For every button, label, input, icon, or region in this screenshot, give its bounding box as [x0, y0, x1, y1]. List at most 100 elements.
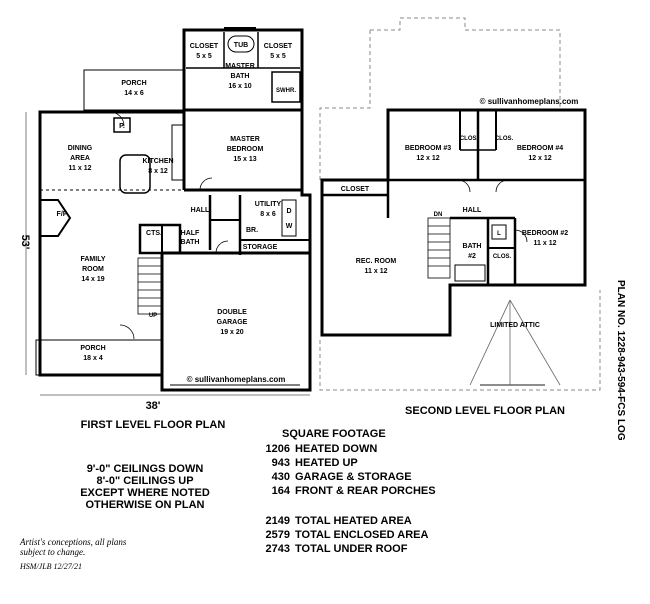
- ceiling-note-line: 8'-0" CEILINGS UP: [96, 475, 194, 487]
- sqft-label: HEATED UP: [295, 457, 358, 469]
- half-bath-label-2: BATH: [181, 239, 200, 246]
- sqft-label: TOTAL HEATED AREA: [295, 515, 412, 527]
- bedroom-4-size: 12 x 12: [528, 155, 551, 162]
- sqft-row: 1206 HEATED DOWN: [262, 443, 378, 455]
- rec-room-label: REC. ROOM: [356, 258, 397, 265]
- second-hall-label: HALL: [463, 207, 482, 214]
- garage-size: 19 x 20: [220, 329, 243, 336]
- dining-label-2: AREA: [70, 155, 90, 162]
- family-room-label-2: ROOM: [82, 266, 104, 273]
- depth-dimension: 53': [19, 235, 31, 250]
- sqft-label: HEATED DOWN: [295, 443, 378, 455]
- bedroom-3-label: BEDROOM #3: [405, 145, 451, 152]
- front-porch-label: PORCH: [80, 345, 105, 352]
- bedroom-2-label: BEDROOM #2: [522, 230, 568, 237]
- first-floor-watermark: © sullivanhomeplans.com: [187, 375, 286, 384]
- half-bath-label: HALF: [181, 230, 200, 237]
- garage-label-2: GARAGE: [217, 319, 248, 326]
- rec-room-size: 11 x 12: [365, 268, 388, 275]
- rear-porch-size: 14 x 6: [124, 90, 144, 97]
- bedroom-closet-label: BR.: [246, 227, 258, 234]
- square-footage-title: SQUARE FOOTAGE: [282, 428, 386, 440]
- linen-label: L: [497, 231, 501, 237]
- sqft-label: GARAGE & STORAGE: [295, 471, 412, 483]
- width-dimension: 38': [146, 400, 161, 412]
- shower-label: SWHR.: [276, 88, 296, 94]
- plan-number-text: PLAN NO. 1228-943-594-FCS LOG: [615, 280, 626, 441]
- sqft-value: 2579: [265, 529, 290, 541]
- sqft-value: 943: [271, 457, 290, 469]
- bedroom-3-size: 12 x 12: [416, 155, 439, 162]
- closet-c-label: CLOS.: [493, 254, 512, 260]
- family-room-size: 14 x 19: [81, 276, 104, 283]
- fireplace-label: F/P: [57, 211, 68, 218]
- disclaimer-line: Artist's conceptions, all plans: [20, 537, 127, 547]
- tub-label: TUB: [234, 42, 248, 49]
- closet-1-label: CLOSET: [190, 43, 219, 50]
- master-bedroom-label: MASTER: [230, 136, 260, 143]
- kitchen-label: KITCHEN: [142, 158, 173, 165]
- dining-size: 11 x 12: [69, 165, 92, 172]
- master-bath-label: MASTER: [225, 63, 255, 70]
- master-bath-size: 16 x 10: [228, 83, 251, 90]
- sqft-value: 2149: [265, 515, 290, 527]
- stairs-up-label: UP: [149, 313, 157, 319]
- stairs-down-label: DN: [434, 212, 443, 218]
- sqft-label: FRONT & REAR PORCHES: [295, 485, 436, 497]
- closet-2-label: CLOSET: [264, 43, 293, 50]
- closet-a-label: CLOS.: [460, 136, 479, 142]
- garage-label: DOUBLE: [217, 309, 247, 316]
- washer-label: W: [286, 223, 293, 230]
- sqft-label: TOTAL UNDER ROOF: [295, 543, 408, 555]
- ceiling-notes: 9'-0" CEILINGS DOWN 8'-0" CEILINGS UP EX…: [60, 463, 230, 511]
- disclaimer-line: subject to change.: [20, 547, 86, 557]
- ceiling-note-line: EXCEPT WHERE NOTED: [80, 487, 210, 499]
- bath-2-label: BATH: [463, 243, 482, 250]
- master-bedroom-size: 15 x 13: [233, 156, 256, 163]
- disclaimer: Artist's conceptions, all plans subject …: [20, 537, 126, 557]
- utility-size: 8 x 6: [260, 211, 276, 218]
- rec-closet-label: CLOSET: [341, 186, 370, 193]
- dining-label: DINING: [68, 145, 93, 152]
- rear-porch-label: PORCH: [121, 80, 146, 87]
- ceiling-note-line: 9'-0" CEILINGS DOWN: [86, 463, 204, 475]
- second-floor-watermark: © sullivanhomeplans.com: [480, 97, 579, 106]
- sqft-value: 1206: [265, 443, 290, 455]
- sqft-value: 2743: [265, 543, 290, 555]
- coats-label: CTS.: [146, 230, 162, 237]
- ceiling-note-line: OTHERWISE ON PLAN: [85, 499, 205, 511]
- drafter-signature: HSM/JLB 12/27/21: [20, 562, 82, 571]
- plan-number: PLAN NO. 1228-943-594-FCS LOG: [612, 280, 628, 441]
- second-floor-title: SECOND LEVEL FLOOR PLAN: [405, 405, 565, 417]
- closet-2-size: 5 x 5: [270, 53, 286, 60]
- sqft-value: 164: [271, 485, 290, 497]
- kitchen-size: 8 x 12: [148, 168, 168, 175]
- sqft-row: 2743 TOTAL UNDER ROOF: [262, 543, 408, 555]
- front-porch-size: 18 x 4: [83, 355, 103, 362]
- first-floor-plan: [25, 27, 312, 396]
- sqft-row: 943 HEATED UP: [262, 457, 358, 469]
- sqft-label: TOTAL ENCLOSED AREA: [295, 529, 429, 541]
- sqft-value: 430: [271, 471, 290, 483]
- master-bedroom-label-2: BEDROOM: [227, 146, 264, 153]
- dryer-label: D: [286, 208, 291, 215]
- closet-b-label: CLOS.: [495, 136, 514, 142]
- sqft-row: 2579 TOTAL ENCLOSED AREA: [262, 529, 429, 541]
- storage-label: STORAGE: [243, 244, 278, 251]
- sqft-row: 2149 TOTAL HEATED AREA: [262, 515, 412, 527]
- pantry-label: P.: [119, 123, 125, 130]
- first-hall-label: HALL: [191, 207, 210, 214]
- limited-attic-label: LIMITED ATTIC: [490, 322, 540, 329]
- second-floor-plan: [319, 17, 601, 391]
- first-floor-title: FIRST LEVEL FLOOR PLAN: [81, 419, 226, 431]
- bath-2-number: #2: [468, 253, 476, 260]
- family-room-label: FAMILY: [80, 256, 105, 263]
- bedroom-2-size: 11 x 12: [534, 240, 557, 247]
- bedroom-4-label: BEDROOM #4: [517, 145, 563, 152]
- closet-1-size: 5 x 5: [196, 53, 212, 60]
- sqft-row: 430 GARAGE & STORAGE: [262, 471, 412, 483]
- utility-label: UTILITY: [255, 201, 282, 208]
- master-bath-label-2: BATH: [231, 73, 250, 80]
- sqft-row: 164 FRONT & REAR PORCHES: [262, 485, 436, 497]
